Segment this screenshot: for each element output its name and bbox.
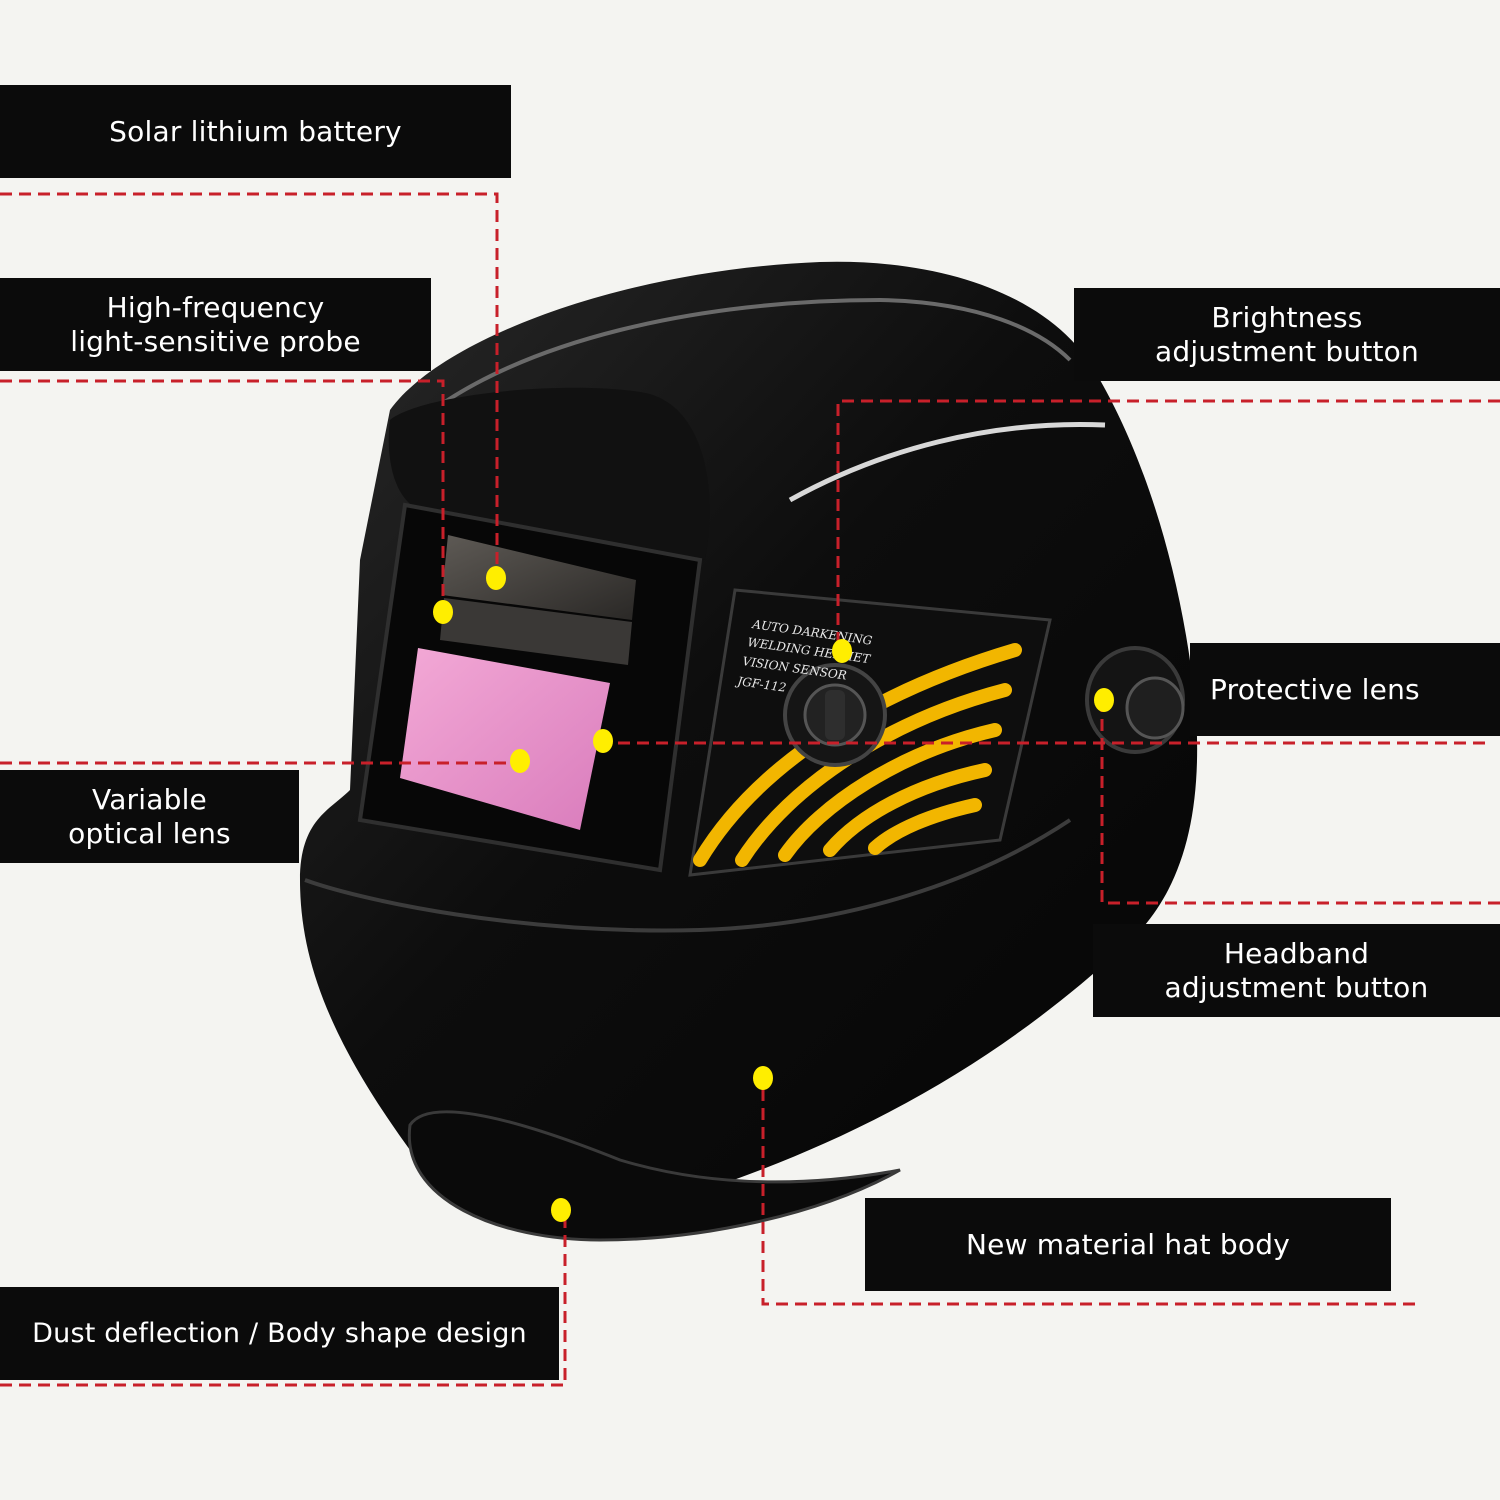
solar-panel bbox=[442, 535, 636, 620]
dust-deflector-lip bbox=[407, 1110, 901, 1242]
leader-brightness bbox=[836, 399, 1500, 652]
label-new-material-hat-body: New material hat body bbox=[865, 1198, 1391, 1291]
helmet-top-highlight bbox=[418, 297, 1072, 422]
leader-headband bbox=[1100, 700, 1500, 905]
leader-probe bbox=[0, 379, 445, 612]
variable-optical-lens bbox=[400, 648, 610, 830]
marker-protective-lens bbox=[593, 729, 613, 753]
leader-solar-battery bbox=[0, 192, 499, 578]
label-text: Solar lithium battery bbox=[109, 114, 402, 148]
label-text-line-1: High-frequency bbox=[106, 290, 325, 324]
marker-solar-battery bbox=[486, 566, 506, 590]
marker-brightness bbox=[832, 639, 852, 663]
label-text-line-2: adjustment button bbox=[1164, 970, 1429, 1004]
leader-lines bbox=[0, 192, 1500, 1387]
marker-headband bbox=[1094, 688, 1114, 712]
label-text-line-2: optical lens bbox=[68, 816, 231, 850]
label-text-line-1: Variable bbox=[92, 782, 207, 816]
marker-probe bbox=[433, 600, 453, 624]
label-protective-lens: Protective lens bbox=[1190, 643, 1500, 736]
headband-knob bbox=[1085, 646, 1185, 754]
brightness-knob bbox=[783, 663, 887, 767]
label-text-line-2: light-sensitive probe bbox=[70, 324, 361, 358]
marker-variable-lens bbox=[510, 749, 530, 773]
label-text-line-2: adjustment button bbox=[1155, 334, 1419, 368]
label-headband-adjustment-button: Headband adjustment button bbox=[1093, 924, 1500, 1017]
label-solar-lithium-battery: Solar lithium battery bbox=[0, 85, 511, 178]
welding-helmet-image: AUTO DARKENING WELDING HELMET VISION SEN… bbox=[300, 261, 1198, 1242]
marker-hat-body bbox=[753, 1066, 773, 1090]
label-brightness-adjustment-button: Brightness adjustment button bbox=[1074, 288, 1500, 381]
label-text-line-1: Headband bbox=[1223, 936, 1370, 970]
markers bbox=[433, 566, 1114, 1222]
label-text: Dust deflection / Body shape design bbox=[32, 1317, 527, 1349]
leader-hat-body bbox=[761, 1078, 1415, 1306]
label-text-line-1: Brightness bbox=[1211, 300, 1363, 334]
marker-dust bbox=[551, 1198, 571, 1222]
label-text: New material hat body bbox=[966, 1227, 1290, 1261]
label-variable-optical-lens: Variable optical lens bbox=[0, 770, 299, 863]
label-text: Protective lens bbox=[1210, 672, 1420, 706]
label-dust-deflection-body-shape: Dust deflection / Body shape design bbox=[0, 1287, 559, 1380]
label-light-sensitive-probe: High-frequency light-sensitive probe bbox=[0, 278, 431, 371]
